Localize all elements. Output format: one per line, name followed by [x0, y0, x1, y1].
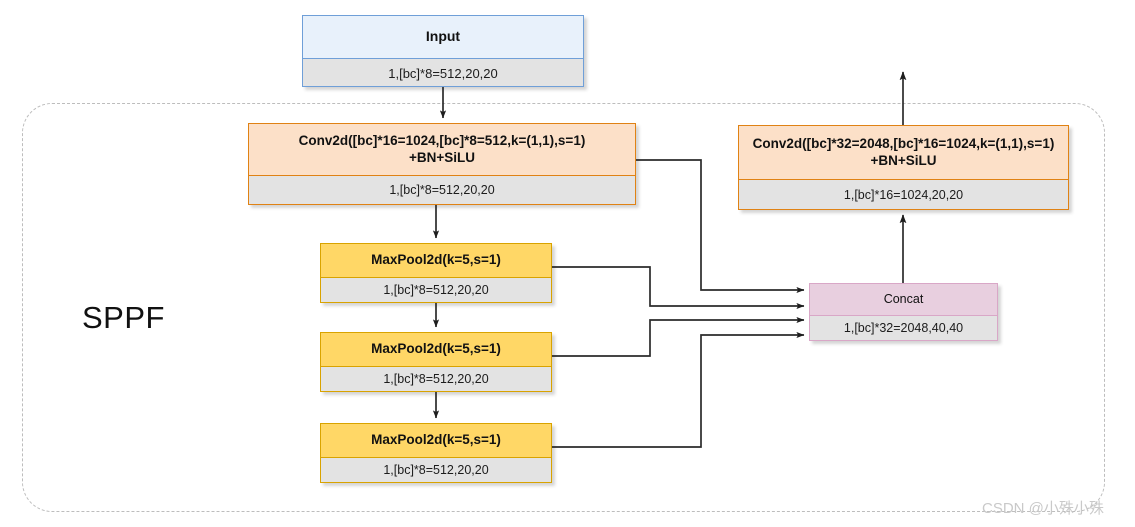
node-pool2-shape: 1,[bc]*8=512,20,20 [321, 366, 551, 391]
node-conv-out-header-line2: +BN+SiLU [870, 152, 937, 168]
node-concat[interactable]: Concat 1,[bc]*32=2048,40,40 [809, 283, 998, 341]
node-input-header: Input [303, 16, 583, 58]
node-input-shape: 1,[bc]*8=512,20,20 [303, 58, 583, 86]
node-conv-in[interactable]: Conv2d([bc]*16=1024,[bc]*8=512,k=(1,1),s… [248, 123, 636, 205]
node-pool3-header: MaxPool2d(k=5,s=1) [321, 424, 551, 457]
node-conv-out-header-line1: Conv2d([bc]*32=2048,[bc]*16=1024,k=(1,1)… [752, 136, 1055, 152]
node-conv-out[interactable]: Conv2d([bc]*32=2048,[bc]*16=1024,k=(1,1)… [738, 125, 1069, 210]
node-conv-in-shape: 1,[bc]*8=512,20,20 [249, 175, 635, 204]
node-pool2-header: MaxPool2d(k=5,s=1) [321, 333, 551, 366]
node-concat-header: Concat [810, 284, 997, 315]
node-concat-shape: 1,[bc]*32=2048,40,40 [810, 315, 997, 340]
node-pool1-shape: 1,[bc]*8=512,20,20 [321, 277, 551, 302]
node-pool3-shape: 1,[bc]*8=512,20,20 [321, 457, 551, 482]
node-conv-out-shape: 1,[bc]*16=1024,20,20 [739, 179, 1068, 209]
node-conv-in-header: Conv2d([bc]*16=1024,[bc]*8=512,k=(1,1),s… [249, 124, 635, 175]
node-conv-in-header-line1: Conv2d([bc]*16=1024,[bc]*8=512,k=(1,1),s… [298, 133, 586, 149]
sppf-group-label: SPPF [82, 300, 165, 335]
sppf-group-container [22, 103, 1105, 512]
node-pool1[interactable]: MaxPool2d(k=5,s=1) 1,[bc]*8=512,20,20 [320, 243, 552, 303]
node-pool3[interactable]: MaxPool2d(k=5,s=1) 1,[bc]*8=512,20,20 [320, 423, 552, 483]
node-conv-in-header-line2: +BN+SiLU [408, 149, 476, 165]
watermark: CSDN @小殊小殊 [982, 500, 1104, 517]
node-pool1-header: MaxPool2d(k=5,s=1) [321, 244, 551, 277]
node-conv-out-header: Conv2d([bc]*32=2048,[bc]*16=1024,k=(1,1)… [739, 126, 1068, 179]
node-pool2[interactable]: MaxPool2d(k=5,s=1) 1,[bc]*8=512,20,20 [320, 332, 552, 392]
node-input[interactable]: Input 1,[bc]*8=512,20,20 [302, 15, 584, 87]
